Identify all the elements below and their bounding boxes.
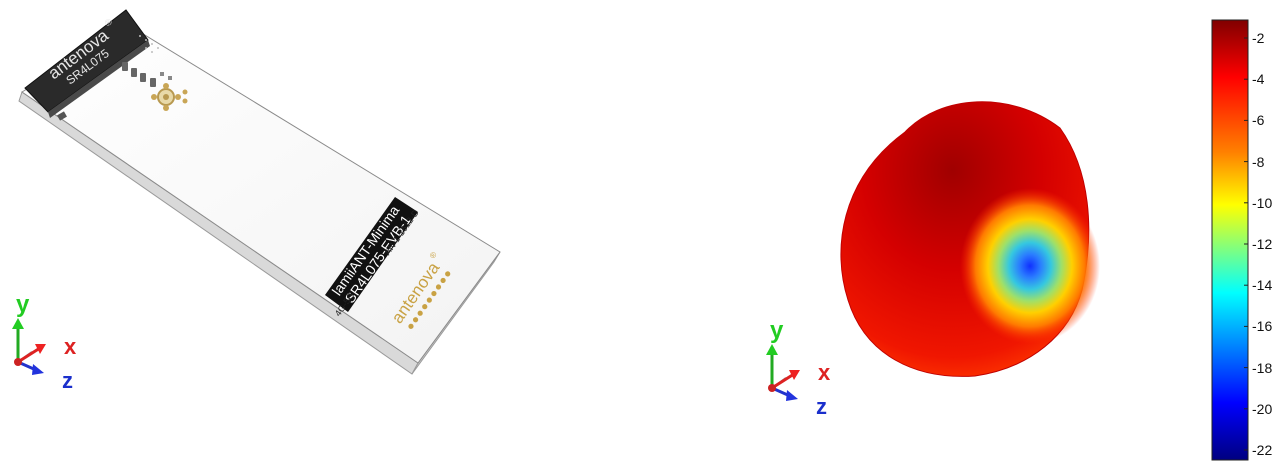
colorbar-tick-label: -2: [1252, 30, 1265, 46]
colorbar-tick-label: -12: [1252, 236, 1273, 252]
axis-label-x: x: [818, 360, 831, 385]
axis-label-z: z: [62, 368, 73, 393]
colorbar-tick-label: -14: [1252, 277, 1273, 294]
axis-triad-right: [766, 344, 800, 401]
colorbar-tick-label: -8: [1252, 153, 1265, 170]
axis-label-y: y: [16, 291, 30, 318]
radiation-pattern-plot: y x z: [766, 19, 1249, 461]
axis-label-z: z: [816, 394, 827, 419]
rf-connector: [151, 83, 188, 111]
colorbar-tick-label: -20: [1252, 400, 1273, 417]
board-brand-mark: ®: [428, 250, 439, 260]
module-pad: [57, 111, 67, 121]
product-label-box: [325, 197, 418, 312]
colorbar-tick-label: -4: [1252, 71, 1265, 88]
radiation-pattern-panel: y x z: [640, 0, 1288, 463]
axis-label-y: y: [770, 317, 784, 344]
colorbar-tick-label: -16: [1252, 318, 1273, 335]
axis-triad-left: [12, 318, 46, 375]
colorbar-ticks: [1244, 37, 1248, 451]
radiation-pattern-null: [960, 188, 1100, 344]
colorbar-tick-label: -6: [1252, 112, 1265, 129]
module-brand-mark: ®: [103, 16, 115, 28]
colorbar-tick-label: -22: [1252, 442, 1273, 458]
board-illustration: antenova ® SR4L075: [12, 9, 501, 393]
board-panel: antenova ® SR4L075: [0, 0, 640, 463]
antenna-module-side: [48, 40, 150, 118]
colorbar: [1211, 19, 1249, 461]
smd-components: [122, 62, 172, 87]
axis-label-x: x: [64, 334, 77, 359]
colorbar-tick-label: -10: [1252, 194, 1273, 211]
board-dots: [139, 35, 159, 53]
colorbar-tick-label: -18: [1252, 359, 1273, 376]
